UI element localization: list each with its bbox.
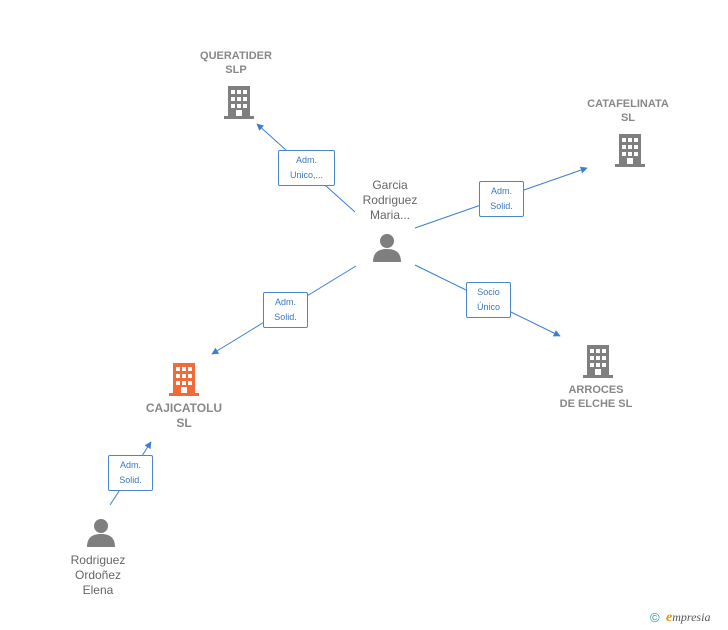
relation-text: Socio [477,287,500,297]
node-queratider[interactable]: QUERATIDER SLP [186,49,286,77]
node-arroces[interactable]: ARROCES DE ELCHE SL [541,383,651,411]
person-name-line: Garcia [372,178,408,192]
relation-text: Solid. [119,475,142,485]
relation-label-cajicatolu[interactable]: Adm. Solid. [263,292,308,328]
building-icon[interactable] [224,86,254,119]
relation-text: Adm. [119,460,141,470]
relation-label-rodriguez[interactable]: Adm. Solid. [108,455,153,491]
empresia-logo[interactable]: empresia [666,610,710,626]
building-icon[interactable] [169,363,199,396]
person-name-line: Rodriguez [70,553,126,567]
node-garcia[interactable]: Garcia Rodriguez Maria... [340,178,440,223]
relation-text: Adm. [490,186,512,196]
company-name-suffix: DE ELCHE SL [559,398,633,410]
relation-text: Adm. [295,155,317,165]
node-cajicatolu[interactable]: CAJICATOLU SL [129,401,239,431]
node-rodriguez[interactable]: Rodriguez Ordoñez Elena [48,553,148,598]
relation-label-arroces[interactable]: Socio Único [466,282,511,318]
person-icon[interactable] [87,519,115,547]
relation-text: Único [476,302,500,312]
person-name-line: Rodriguez [362,193,418,207]
person-name-line: Elena [82,583,114,597]
company-name: ARROCES [568,384,624,396]
node-catafelinata[interactable]: CATAFELINATA SL [573,97,683,125]
brand-initial: e [666,610,673,625]
building-icon[interactable] [583,345,613,378]
relation-label-catafelinata[interactable]: Adm. Solid. [479,181,524,217]
company-name-suffix: SL [620,112,636,124]
person-name-line: Maria... [369,208,410,222]
relation-label-queratider[interactable]: Adm. Unico,... [278,150,335,186]
company-name-suffix: SL [176,416,192,430]
company-name: QUERATIDER [200,50,272,62]
brand-rest: mpresia [672,610,711,624]
company-name: CAJICATOLU [145,401,223,415]
building-icon[interactable] [615,134,645,167]
company-name-suffix: SLP [225,64,247,76]
relation-text: Unico,... [289,170,323,180]
company-name: CATAFELINATA [587,98,669,110]
person-name-line: Ordoñez [74,568,122,582]
person-icon[interactable] [373,234,401,262]
copyright-icon: © [650,610,660,625]
relation-text: Adm. [274,297,296,307]
relation-text: Solid. [274,312,297,322]
relation-text: Solid. [490,201,513,211]
